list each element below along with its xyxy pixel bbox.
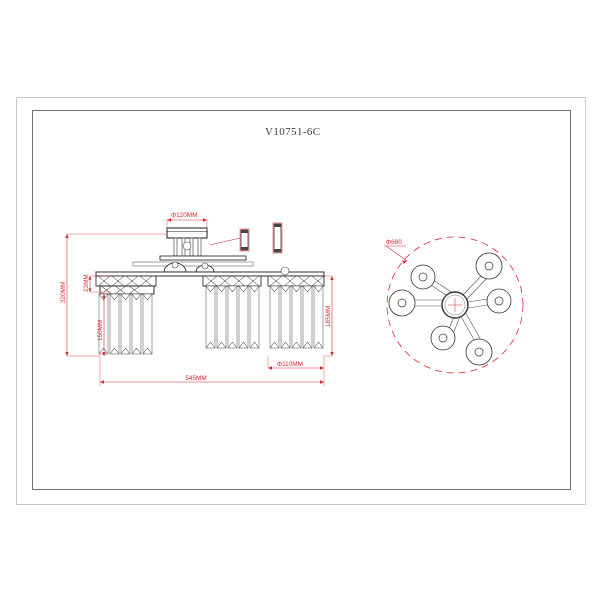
drop-rods	[173, 237, 202, 257]
dimension-overall-height: 320MM	[60, 233, 167, 357]
dimension-plan-dia: Φ680	[384, 239, 408, 264]
page-title: V10751-6C	[265, 126, 321, 138]
dim-label-canopy-dia: Φ120MM	[171, 212, 197, 219]
lamp-socket-outer-1	[388, 289, 416, 317]
dimension-crystal-drop: 150MM	[97, 294, 106, 356]
dim-label-plan-dia: Φ680	[386, 239, 402, 246]
dim-label-overall-width: 545MM	[185, 375, 206, 382]
dim-label-canopy-thickness: 23MM	[83, 274, 90, 292]
dim-label-cluster-dia: Φ110MM	[277, 361, 303, 368]
lamp-socket-outer-3	[465, 338, 493, 366]
dim-label-crystal-drop: 150MM	[97, 320, 104, 341]
rod-detail-callouts	[209, 222, 283, 254]
dimension-body-height: 185MM	[324, 275, 334, 357]
rod-detail-large	[272, 222, 283, 254]
dimension-cluster-dia: Φ110MM	[267, 356, 325, 372]
rod-detail-small	[239, 228, 250, 252]
spread-circle-dashed	[386, 236, 524, 374]
canopy-plate	[166, 227, 208, 239]
center-hub	[441, 291, 469, 319]
front-elevation-view: Φ120MM 320MM 23MM	[60, 212, 334, 386]
top-plan-view: Φ680	[384, 236, 524, 374]
dim-label-body-height: 185MM	[325, 306, 332, 327]
crystal-cluster-right	[267, 275, 325, 349]
crystal-cluster-left	[95, 275, 157, 355]
dim-label-overall-height: 320MM	[60, 282, 67, 303]
upper-arm-bar	[132, 255, 254, 267]
lamp-socket-inner-2	[430, 325, 456, 351]
lamp-socket-inner-3	[486, 288, 512, 314]
dimension-canopy-dia: Φ120MM	[166, 212, 208, 230]
lamp-sockets	[388, 252, 512, 366]
crystal-cluster-middle	[202, 275, 262, 349]
dimension-canopy-thickness: 23MM	[83, 274, 110, 293]
lamp-socket-outer-2	[475, 252, 503, 280]
socket-cups	[163, 261, 215, 273]
lamp-socket-inner-1	[410, 264, 436, 290]
dimension-overall-width: 545MM	[99, 356, 325, 386]
